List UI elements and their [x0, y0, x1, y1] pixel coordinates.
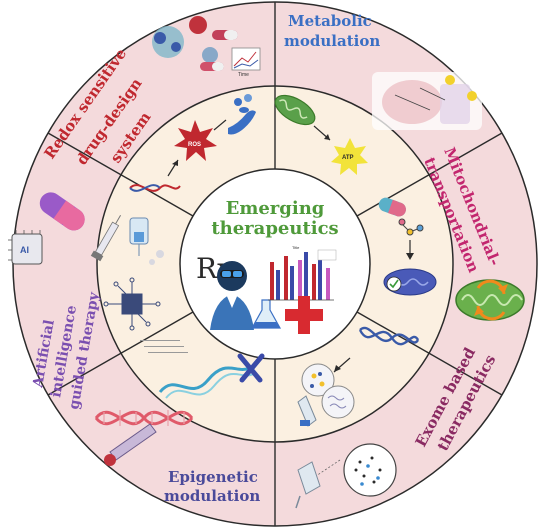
ai-outer-icons: AI: [8, 192, 85, 265]
circuit-icon: [103, 277, 161, 331]
metabolic-label-line2: modulation: [284, 32, 380, 50]
medical-cross-icon: [285, 296, 323, 334]
mini-chart-title: Title: [292, 245, 300, 250]
epi-label-line1: Epigenetic: [168, 468, 258, 486]
center-title-line2: therapeutics: [211, 218, 338, 239]
exome-middle-icons: [297, 326, 420, 427]
ai-chip-icon: AI: [8, 230, 43, 265]
ros-label: ROS: [188, 142, 201, 148]
atp-label: ATP: [342, 155, 354, 161]
ai-middle-icons: [90, 214, 164, 331]
epi-label-line2: modulation: [164, 487, 260, 505]
mito-outer-icons: [455, 279, 525, 321]
epi-middle-icons: [140, 340, 265, 399]
center-title-line1: Emerging: [226, 198, 325, 219]
redox-mini-chart-time-label: Time: [238, 72, 249, 78]
hand-icon: [228, 110, 256, 135]
sector-dividers: [47, 2, 503, 526]
mito-middle-icons: [378, 197, 437, 296]
metabolic-label-line1: Metabolic: [288, 12, 372, 30]
metabolic-outer-icons: [372, 72, 482, 130]
center-content: Emerging therapeutics Rx Title: [196, 198, 339, 334]
epi-outer-icons: [94, 410, 194, 466]
atp-star-icon: [331, 138, 368, 175]
sector-label-metabolic: Metabolic modulation: [284, 12, 380, 50]
check-icon: [386, 276, 402, 292]
scientist-icon: [210, 261, 254, 330]
sector-label-epi: Epigenetic modulation: [164, 468, 260, 505]
flask-icon: [250, 299, 282, 329]
redox-outer-icons: Time: [152, 16, 261, 78]
exome-outer-icons: [295, 443, 397, 509]
chromosome-icon: [237, 353, 265, 383]
metabolic-middle-icons: ATP: [274, 94, 368, 175]
ros-star-icon: [174, 120, 217, 161]
redox-middle-icons: ROS: [129, 94, 256, 192]
ai-chip-label: AI: [20, 245, 29, 255]
